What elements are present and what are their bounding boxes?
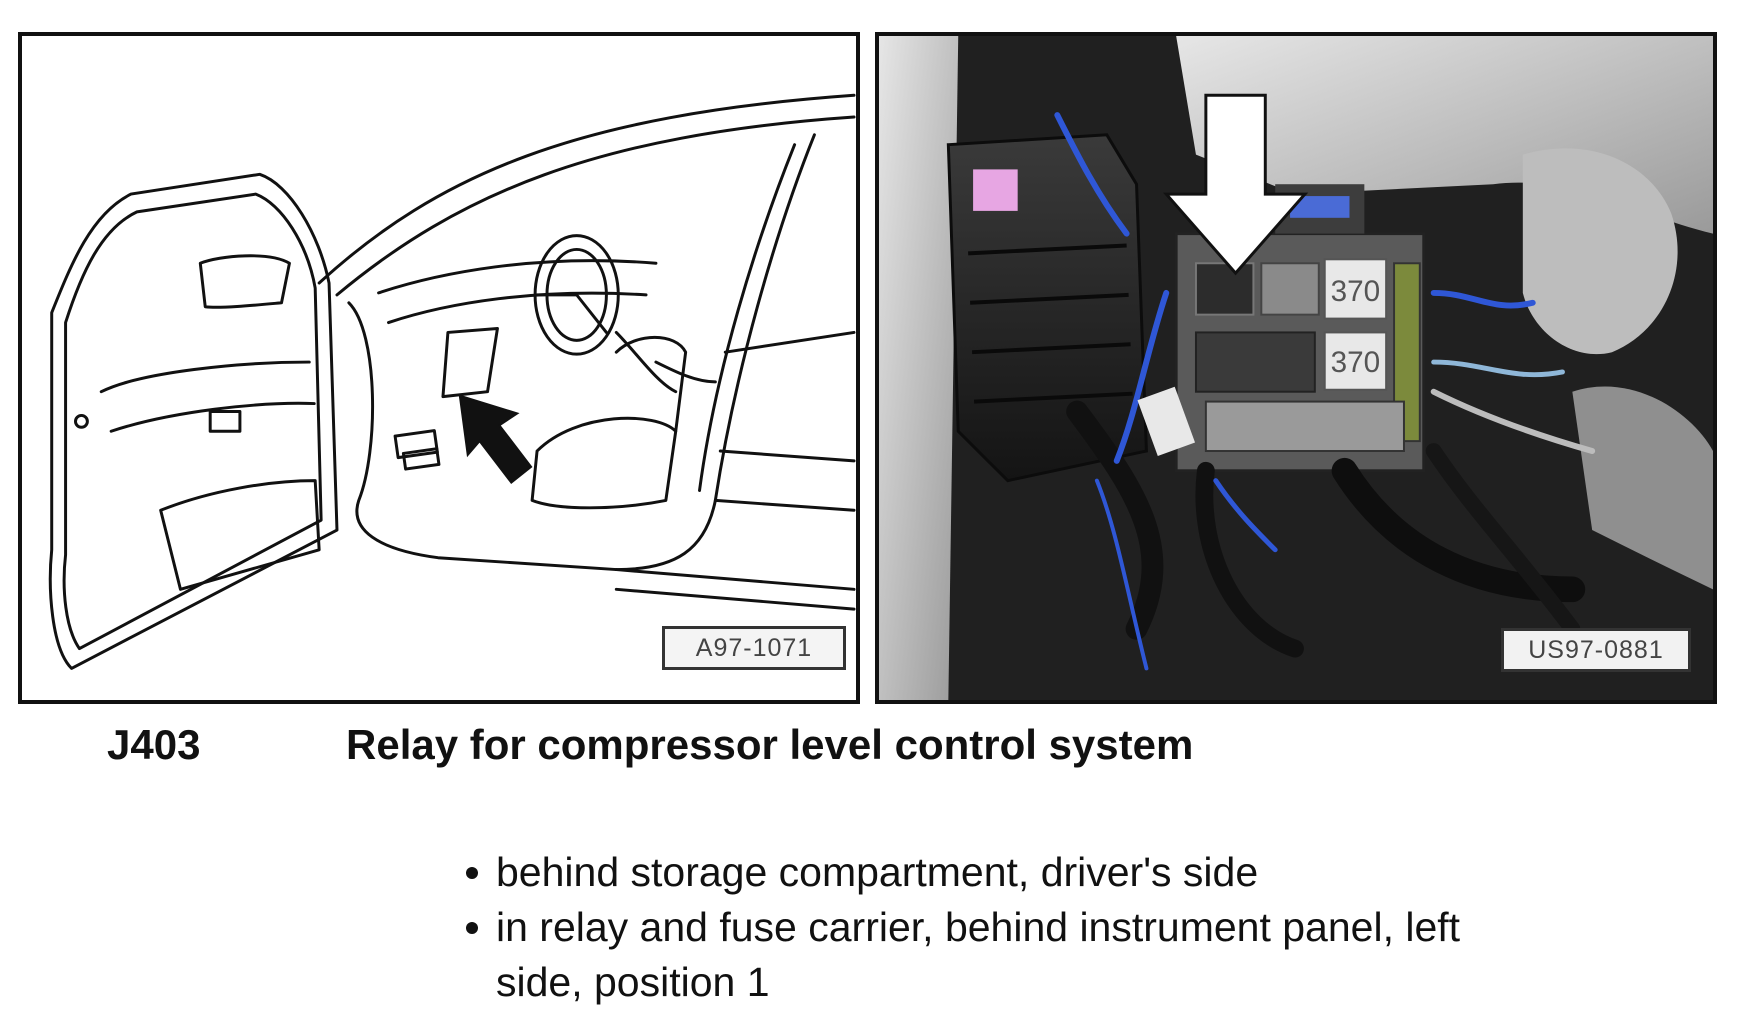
component-id: J403 [107, 721, 201, 768]
location-arrow-photo [1162, 93, 1309, 276]
location-list: behind storage compartment, driver's sid… [460, 845, 1536, 1010]
figure-line-drawing: A97-1071 [18, 32, 860, 704]
location-item: behind storage compartment, driver's sid… [460, 845, 1536, 900]
figure-photo: 370 370 US97-0881 [875, 32, 1717, 704]
car-interior-drawing [48, 93, 856, 670]
location-item: in relay and fuse carrier, behind instru… [460, 900, 1536, 1010]
pink-label [973, 169, 1018, 211]
location-arrow [458, 394, 533, 485]
relay-carrier-photo: 370 370 [879, 36, 1713, 700]
figure-code-right: US97-0881 [1501, 628, 1691, 672]
relay-label-2: 370 [1331, 346, 1381, 379]
component-title: Relay for compressor level control syste… [346, 721, 1194, 768]
figure-code-left: A97-1071 [662, 626, 846, 670]
relay-label-1: 370 [1331, 275, 1381, 308]
location-item-text: in relay and fuse carrier, behind instru… [496, 904, 1461, 1005]
